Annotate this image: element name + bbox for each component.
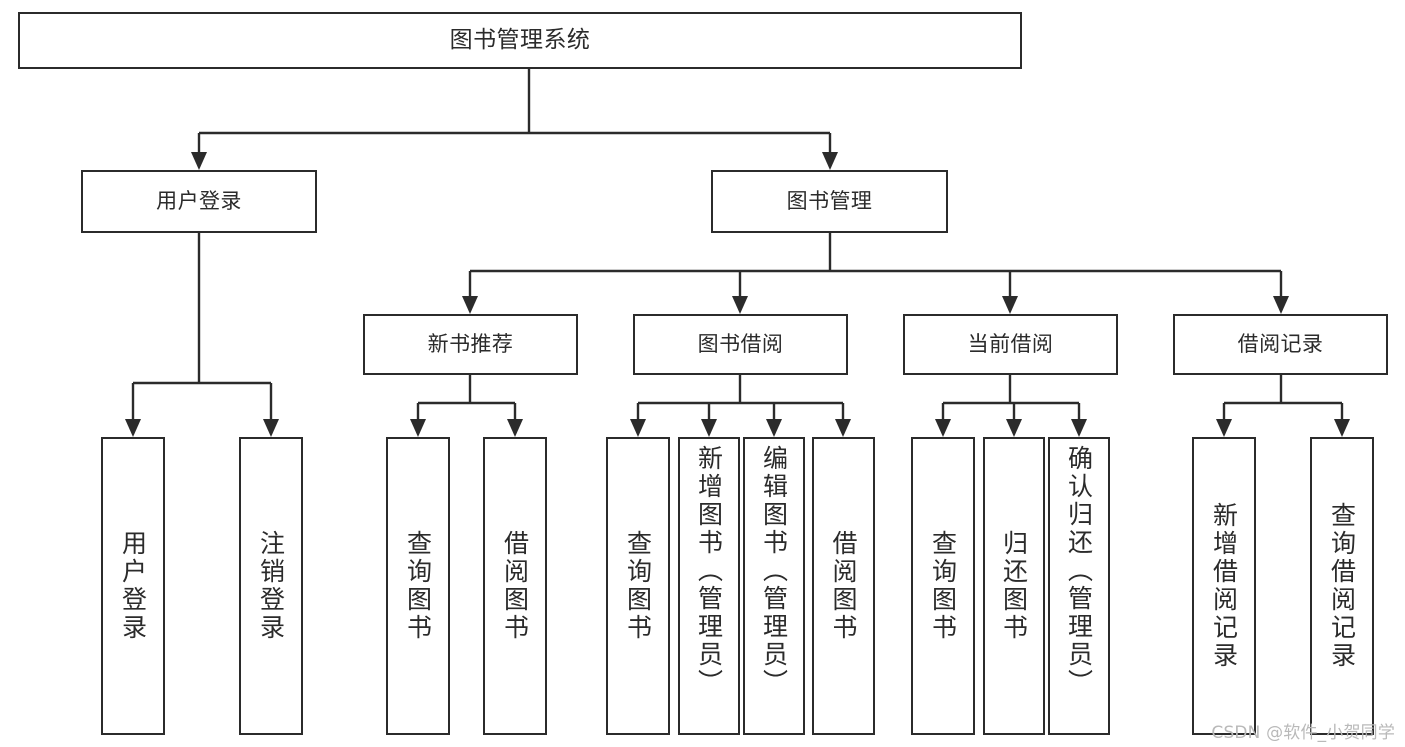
node-new-book-recommendation[interactable]: 新书推荐 — [363, 314, 578, 375]
arrowhead-leaf-user-login — [125, 419, 141, 437]
node-label: 借阅图书 — [829, 530, 858, 642]
node-label: 借阅记录 — [1237, 332, 1324, 357]
node-label: 查询图书 — [403, 530, 433, 642]
node-book-management-system[interactable]: 图书管理系统 — [18, 12, 1022, 69]
arrowhead-book-borrow — [732, 296, 748, 314]
node-label: 确认归还（管理员） — [1064, 445, 1094, 697]
arrowhead-leaf-add-record — [1216, 419, 1232, 437]
node-label: 归还图书 — [999, 530, 1029, 642]
arrowhead-leaf-user-logout — [263, 419, 279, 437]
leaf-user-login[interactable]: 用户登录 — [101, 437, 165, 735]
node-label: 用户登录 — [118, 530, 148, 642]
csdn-watermark: CSDN @软件_小贺同学 — [1211, 723, 1395, 743]
node-label: 用户登录 — [156, 189, 242, 214]
leaf-borrow-book-recommendation[interactable]: 借阅图书 — [483, 437, 547, 735]
node-label: 注销登录 — [256, 530, 286, 642]
leaf-query-book-current[interactable]: 查询图书 — [911, 437, 975, 735]
node-borrowing-record[interactable]: 借阅记录 — [1173, 314, 1388, 375]
node-label: 查询借阅记录 — [1327, 502, 1357, 670]
arrowhead-leaf-query-record — [1334, 419, 1350, 437]
node-label: 图书管理 — [786, 189, 873, 214]
node-label: 当前借阅 — [967, 332, 1054, 357]
arrowhead-leaf-add-book — [701, 419, 717, 437]
leaf-confirm-return-admin[interactable]: 确认归还（管理员） — [1048, 437, 1110, 735]
arrowhead-leaf-query-book-2 — [630, 419, 646, 437]
leaf-user-logout[interactable]: 注销登录 — [239, 437, 303, 735]
arrowhead-leaf-borrow-book-2 — [835, 419, 851, 437]
node-label: 新增图书（管理员） — [694, 445, 724, 697]
leaf-query-book-recommendation[interactable]: 查询图书 — [386, 437, 450, 735]
arrowhead-user-login — [191, 152, 207, 170]
node-current-borrowing[interactable]: 当前借阅 — [903, 314, 1118, 375]
node-user-login[interactable]: 用户登录 — [81, 170, 317, 233]
node-label: 查询图书 — [623, 530, 653, 642]
arrowhead-leaf-confirm-return — [1071, 419, 1087, 437]
node-label: 查询图书 — [928, 530, 958, 642]
node-book-management[interactable]: 图书管理 — [711, 170, 948, 233]
node-label: 借阅图书 — [500, 530, 530, 642]
leaf-query-book-borrowing[interactable]: 查询图书 — [606, 437, 670, 735]
arrowhead-borrow-record — [1273, 296, 1289, 314]
arrowhead-leaf-query-book-3 — [935, 419, 951, 437]
arrowhead-leaf-borrow-book-1 — [507, 419, 523, 437]
arrowhead-leaf-return-book — [1006, 419, 1022, 437]
leaf-add-book-admin[interactable]: 新增图书（管理员） — [678, 437, 740, 735]
node-label: 图书借阅 — [697, 332, 784, 357]
node-label: 编辑图书（管理员） — [759, 445, 789, 697]
node-label: 新书推荐 — [427, 332, 514, 357]
node-book-borrowing[interactable]: 图书借阅 — [633, 314, 848, 375]
leaf-query-borrowing-record[interactable]: 查询借阅记录 — [1310, 437, 1374, 735]
leaf-edit-book-admin[interactable]: 编辑图书（管理员） — [743, 437, 805, 735]
arrowhead-current-borrow — [1002, 296, 1018, 314]
leaf-borrow-book-borrowing[interactable]: 借阅图书 — [812, 437, 875, 735]
arrowhead-new-book-rec — [462, 296, 478, 314]
node-label: 新增借阅记录 — [1209, 502, 1239, 670]
leaf-return-book[interactable]: 归还图书 — [983, 437, 1045, 735]
node-label: 图书管理系统 — [449, 26, 591, 53]
leaf-add-borrowing-record[interactable]: 新增借阅记录 — [1192, 437, 1256, 735]
arrowhead-leaf-edit-book — [766, 419, 782, 437]
arrowhead-book-manage — [822, 152, 838, 170]
arrowhead-leaf-query-book-1 — [410, 419, 426, 437]
